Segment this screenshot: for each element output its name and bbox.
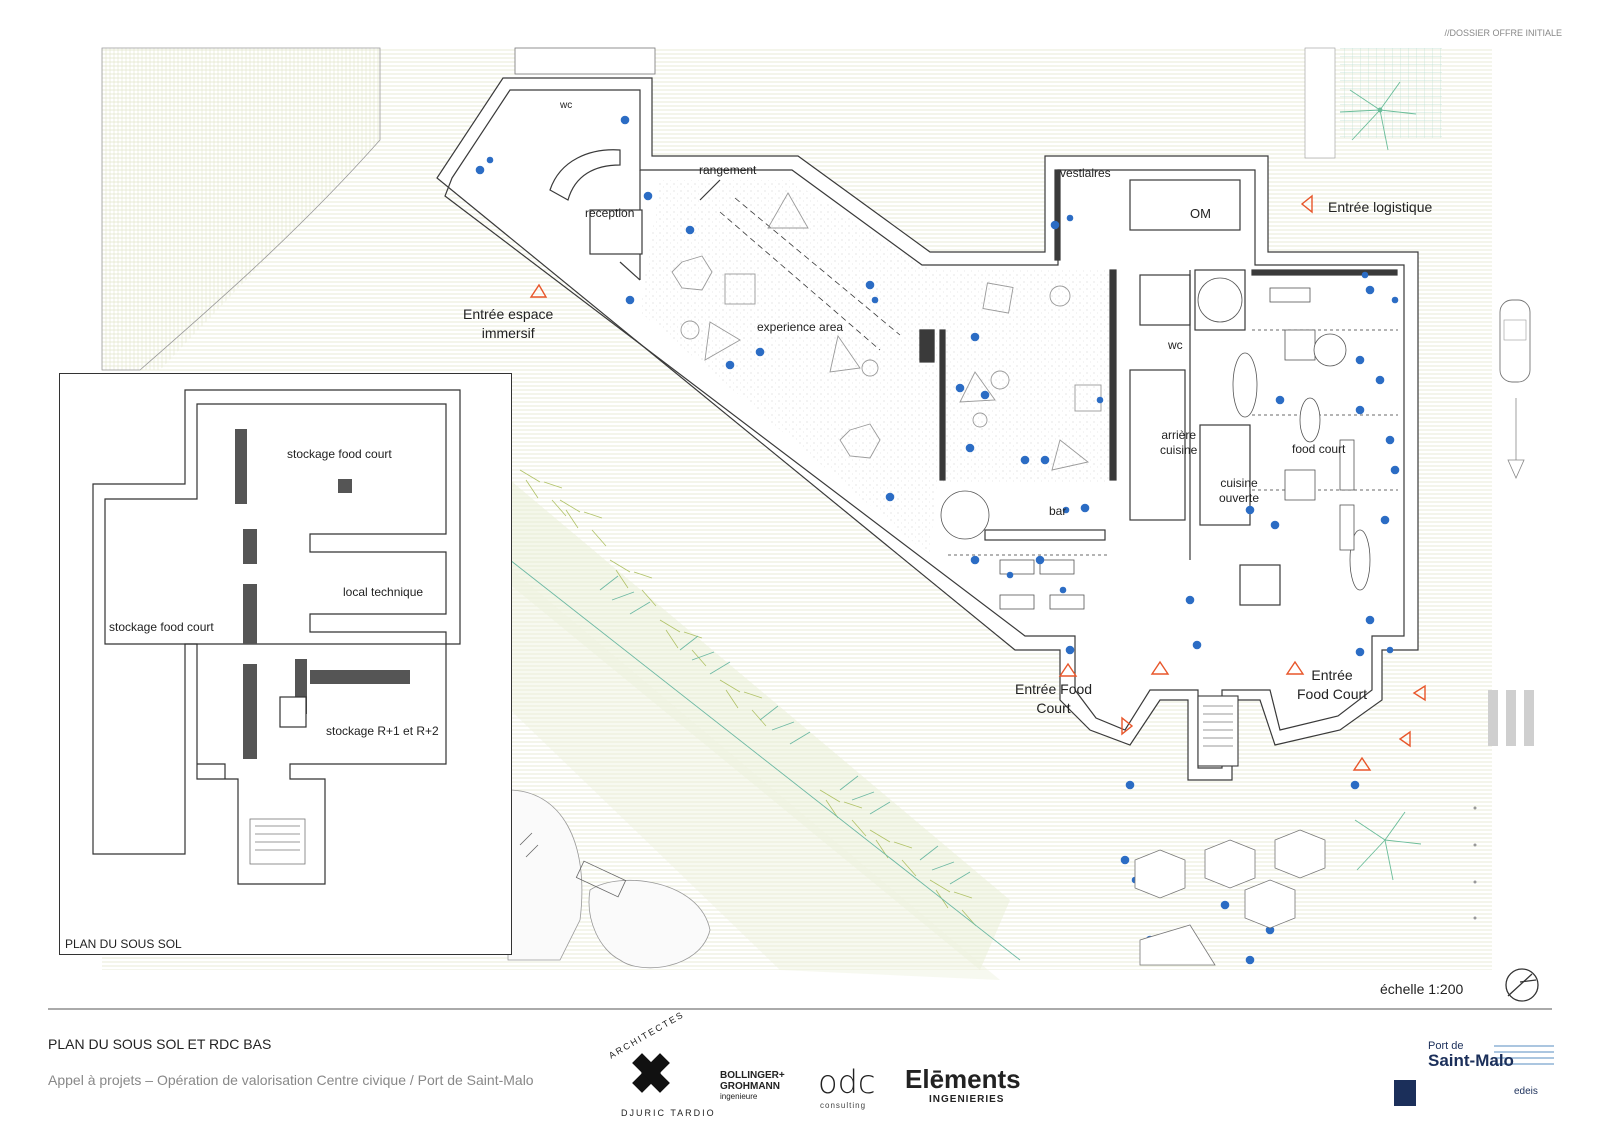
basement-title: PLAN DU SOUS SOL xyxy=(65,937,182,951)
basement-room-stockage-r1r2: stockage R+1 et R+2 xyxy=(326,724,439,738)
port-waves-icon xyxy=(1494,1045,1554,1065)
region-badge-icon xyxy=(1394,1080,1416,1106)
basement-plan xyxy=(92,389,461,885)
label-wc-mid: wc xyxy=(1168,338,1183,352)
logo-odc-sub: consulting xyxy=(820,1101,867,1110)
label-vestiaires: vestiaires xyxy=(1060,166,1111,180)
logo-djuric-tardio: ARCHITECTES DJURIC TARDIO xyxy=(607,1009,714,1120)
label-entree-food-court-left: Entrée Food Court xyxy=(1015,681,1093,716)
label-food-court: food court xyxy=(1292,442,1346,456)
label-entree-food-court-right: Entrée Food Court xyxy=(1297,667,1368,702)
logo-port-line2: Saint-Malo xyxy=(1428,1051,1514,1070)
label-bar: bar xyxy=(1049,504,1067,518)
label-entree-logistique: Entrée logistique xyxy=(1328,199,1433,215)
djuric-tardio-mark-icon xyxy=(632,1053,670,1093)
logo-port-line1: Port de xyxy=(1428,1040,1464,1052)
document-tag: //DOSSIER OFFRE INITIALE xyxy=(1444,28,1562,38)
logo-edeis: edeis xyxy=(1514,1086,1538,1097)
label-experience-area: experience area xyxy=(757,320,844,334)
logo-bollinger-line2: GROHMANN xyxy=(720,1081,780,1092)
logo-elements-sub: INGENIERIES xyxy=(929,1094,1005,1105)
basement-room-stockage-left: stockage food court xyxy=(109,620,214,634)
basement-room-stockage-top: stockage food court xyxy=(287,447,392,461)
label-om: OM xyxy=(1190,206,1211,221)
logo-bollinger-line1: BOLLINGER+ xyxy=(720,1070,785,1081)
basement-room-local-technique: local technique xyxy=(343,585,424,599)
logo-arc-bottom: DJURIC TARDIO xyxy=(621,1108,716,1118)
label-reception: reception xyxy=(585,206,635,220)
logo-odc-mark: odc xyxy=(818,1063,876,1101)
logo-elements-name: Elēments xyxy=(905,1064,1021,1094)
scale-label: échelle 1:200 xyxy=(1380,981,1464,997)
basement-inset: stockage food court local technique stoc… xyxy=(59,373,512,955)
label-rangement: rangement xyxy=(699,163,757,177)
logo-port-saint-malo: Port de Saint-Malo edeis xyxy=(1394,1040,1554,1110)
label-arriere-cuisine: arrière cuisine xyxy=(1160,428,1198,457)
footer-title: PLAN DU SOUS SOL ET RDC BAS xyxy=(48,1036,272,1052)
label-entree-espace-immersif: Entrée espace immersif xyxy=(463,306,554,341)
label-cuisine-ouverte: cuisine ouverte xyxy=(1219,476,1260,505)
footer-subtitle: Appel à projets – Opération de valorisat… xyxy=(48,1072,534,1088)
label-wc-top: wc xyxy=(560,100,573,111)
logo-bollinger-line3: ingenieure xyxy=(720,1092,758,1101)
